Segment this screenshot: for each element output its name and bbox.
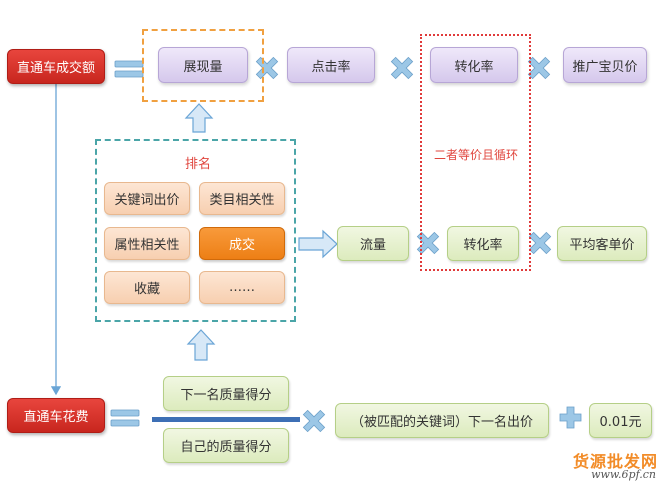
next-quality-score-box: 下一名质量得分 <box>163 376 289 411</box>
multiply-icon-5 <box>528 231 552 255</box>
next-bid-box: （被匹配的关键词）下一名出价 <box>335 403 549 438</box>
impressions-group-frame <box>142 29 264 102</box>
attribute-relevance-box: 属性相关性 <box>104 227 190 260</box>
traffic-box: 流量 <box>337 226 409 261</box>
transaction-box: 成交 <box>199 227 285 260</box>
watermark-url: www.6pf.cn <box>591 468 656 481</box>
equals-icon-top <box>114 60 144 78</box>
conversion-rate-mid-box: 转化率 <box>447 226 519 261</box>
one-cent-box: 0.01元 <box>589 403 652 438</box>
multiply-icon-2 <box>390 56 414 80</box>
favorites-box: 收藏 <box>104 271 190 304</box>
equal-loop-note: 二者等价且循环 <box>433 148 518 162</box>
ctr-box: 点击率 <box>287 47 375 83</box>
multiply-icon-6 <box>302 409 326 433</box>
watermark-name: 货源批发网 <box>572 452 658 471</box>
ranking-title: 排名 <box>184 157 211 172</box>
conversion-loop-frame <box>420 34 531 271</box>
item-count-box: 推广宝贝价 <box>563 47 647 83</box>
conversion-rate-top-box: 转化率 <box>430 47 518 83</box>
up-arrow-quality-to-ranking <box>186 329 216 361</box>
fraction-bar <box>152 417 300 422</box>
avg-order-price-box: 平均客单价 <box>557 226 647 261</box>
impressions-box: 展现量 <box>158 47 248 83</box>
right-arrow-ranking-to-traffic <box>298 229 338 259</box>
plus-icon <box>559 406 582 429</box>
up-arrow-ranking-to-impressions <box>184 103 214 133</box>
deal-amount-box: 直通车成交额 <box>7 49 105 84</box>
multiply-icon-4 <box>416 231 440 255</box>
category-relevance-box: 类目相关性 <box>199 182 285 215</box>
multiply-icon-3 <box>527 56 551 80</box>
own-quality-score-box: 自己的质量得分 <box>163 428 289 463</box>
equals-icon-bottom <box>110 409 140 427</box>
ranking-group-frame <box>95 139 296 322</box>
keyword-bid-box: 关键词出价 <box>104 182 190 215</box>
ellipsis-box: …… <box>199 271 285 304</box>
cost-box: 直通车花费 <box>7 398 105 433</box>
